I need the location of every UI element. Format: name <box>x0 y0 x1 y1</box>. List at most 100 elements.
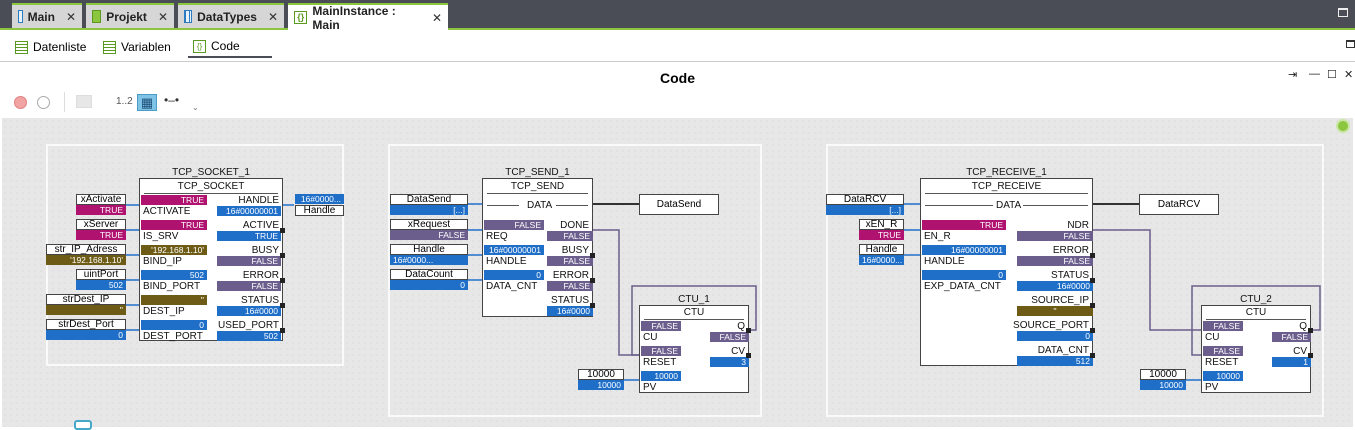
pin-label: Q <box>737 321 745 332</box>
pin-label: RESET <box>643 357 677 368</box>
output-value: FALSE <box>1272 332 1311 342</box>
variable-box[interactable]: Handle <box>390 244 468 255</box>
variable-box[interactable]: xEN_R <box>859 219 904 230</box>
output-pin[interactable] <box>1308 353 1313 358</box>
output-value: FALSE <box>1017 256 1093 266</box>
fbd-canvas[interactable]: TCP_SOCKET_1 TCP_SOCKET TRUE ACTIVATE TR… <box>2 118 1353 430</box>
ctu-2-block[interactable]: CTU FALSE CU FALSE RESET 10000 PV Q FALS… <box>1201 305 1311 393</box>
output-pin[interactable] <box>590 303 595 308</box>
connector-icon[interactable]: •–• <box>164 93 180 107</box>
output-pin[interactable] <box>746 353 751 358</box>
input-value: FALSE <box>1203 321 1243 331</box>
editor-tab-bar: Main ✕ Projekt ✕ DataTypes ✕ {} MainInst… <box>0 0 1355 32</box>
block-instance-name: CTU_1 <box>678 294 710 305</box>
panel-title: Code <box>0 63 1355 89</box>
output-pin[interactable] <box>280 328 285 333</box>
output-pin[interactable] <box>280 228 285 233</box>
output-pin[interactable] <box>590 278 595 283</box>
pin-icon[interactable]: ⇥ <box>1288 69 1298 81</box>
variable-value: 16#0000... <box>390 255 468 265</box>
output-pin[interactable] <box>746 328 751 333</box>
tcp-receive-block[interactable]: TCP_RECEIVE DATA TRUE EN_R 16#00000001 H… <box>920 178 1093 366</box>
tab-maininstance[interactable]: {} MainInstance : Main ✕ <box>288 3 448 32</box>
maximize-icon[interactable]: ☐ <box>1327 69 1337 81</box>
tab-main[interactable]: Main ✕ <box>12 3 82 28</box>
variable-box[interactable]: xServer <box>76 219 126 230</box>
output-pin[interactable] <box>1090 253 1095 258</box>
minimap-handle-icon[interactable] <box>74 420 92 430</box>
block-type-name: TCP_SEND <box>510 181 565 192</box>
variable-box[interactable]: strDest_IP <box>46 294 126 305</box>
output-value: 16#00000001 <box>217 206 281 216</box>
block-instance-name: TCP_SEND_1 <box>505 167 570 178</box>
input-value: TRUE <box>141 195 207 205</box>
tab-projekt[interactable]: Projekt ✕ <box>86 3 174 28</box>
tab-code[interactable]: {} Code <box>188 36 272 58</box>
minimize-icon[interactable]: — <box>1309 68 1320 80</box>
variable-value: 0 <box>46 330 126 340</box>
restore-icon[interactable] <box>1346 40 1355 48</box>
variable-box[interactable]: DataCount <box>390 269 468 280</box>
pin-label: STATUS <box>241 295 279 306</box>
variable-box[interactable]: xActivate <box>76 194 126 205</box>
variable-value: [...] <box>390 205 468 215</box>
output-value: 3 <box>710 357 749 367</box>
output-pin[interactable] <box>280 253 285 258</box>
pin-label: DEST_PORT <box>143 331 203 342</box>
close-icon[interactable]: ✕ <box>65 9 76 24</box>
close-icon[interactable]: ✕ <box>157 9 168 24</box>
block-type-name: TCP_RECEIVE <box>971 181 1042 192</box>
output-pin[interactable] <box>1090 303 1095 308</box>
pin-label: ERROR <box>1052 245 1089 256</box>
breakpoint-icon[interactable] <box>14 96 27 109</box>
variable-value: 10000 <box>1140 380 1186 390</box>
variable-box[interactable]: strDest_Port <box>46 319 126 330</box>
input-value: 16#00000001 <box>484 245 544 255</box>
tcp-socket-block[interactable]: TCP_SOCKET TRUE ACTIVATE TRUE IS_SRV '19… <box>139 178 283 342</box>
chevron-down-icon[interactable]: ⌄ <box>192 103 199 112</box>
input-value: TRUE <box>141 220 207 230</box>
output-pin[interactable] <box>280 303 285 308</box>
variable-value: '' <box>46 305 126 315</box>
variable-box[interactable]: DataSend <box>390 194 468 205</box>
output-variable-box[interactable]: Handle <box>295 205 344 216</box>
variable-box[interactable]: uintPort <box>76 269 126 280</box>
variable-box[interactable]: Handle <box>859 244 904 255</box>
input-value: TRUE <box>922 220 1006 230</box>
output-pin[interactable] <box>1090 278 1095 283</box>
variable-box[interactable]: str_IP_Adress <box>46 244 126 255</box>
pin-label: NDR <box>1067 220 1089 231</box>
pin-label: CV <box>1293 346 1307 357</box>
tab-label: Projekt <box>106 9 147 24</box>
tcp-send-block[interactable]: TCP_SEND DATA FALSE REQ 16#00000001 HAND… <box>482 178 593 317</box>
close-icon[interactable]: ✕ <box>431 10 442 25</box>
output-value: 16#0000 <box>547 306 593 316</box>
output-pin[interactable] <box>1090 328 1095 333</box>
stop-icon[interactable] <box>37 96 50 109</box>
variable-box[interactable]: 10000 <box>1140 369 1186 380</box>
maximize-icon[interactable] <box>1338 8 1348 17</box>
tab-variablen[interactable]: Variablen <box>98 36 176 58</box>
output-pin[interactable] <box>1308 328 1313 333</box>
output-variable-box[interactable]: DataSend <box>639 194 719 215</box>
tab-datatypes[interactable]: DataTypes ✕ <box>178 3 284 28</box>
variable-box[interactable]: xRequest <box>390 219 468 230</box>
variable-box[interactable]: DataRCV <box>826 194 904 205</box>
output-pin[interactable] <box>1090 353 1095 358</box>
ctu-1-block[interactable]: CTU FALSE CU FALSE RESET 10000 PV Q FALS… <box>639 305 749 393</box>
page-icon[interactable] <box>76 95 92 108</box>
input-value: 502 <box>141 270 207 280</box>
line-numbers-toggle[interactable]: 1..2 <box>116 96 133 107</box>
output-variable-box[interactable]: DataRCV <box>1139 194 1219 215</box>
tab-datenliste[interactable]: Datenliste <box>10 36 91 58</box>
output-pin[interactable] <box>590 253 595 258</box>
network-group-3 <box>826 144 1324 417</box>
output-value: FALSE <box>547 281 593 291</box>
grid-icon[interactable]: ▦ <box>137 94 157 111</box>
input-value: '192.168.1.10' <box>141 245 207 255</box>
close-icon[interactable]: ✕ <box>267 9 278 24</box>
output-value: TRUE <box>217 231 281 241</box>
variable-box[interactable]: 10000 <box>578 369 624 380</box>
output-pin[interactable] <box>280 278 285 283</box>
close-icon[interactable]: ✕ <box>1344 69 1354 81</box>
